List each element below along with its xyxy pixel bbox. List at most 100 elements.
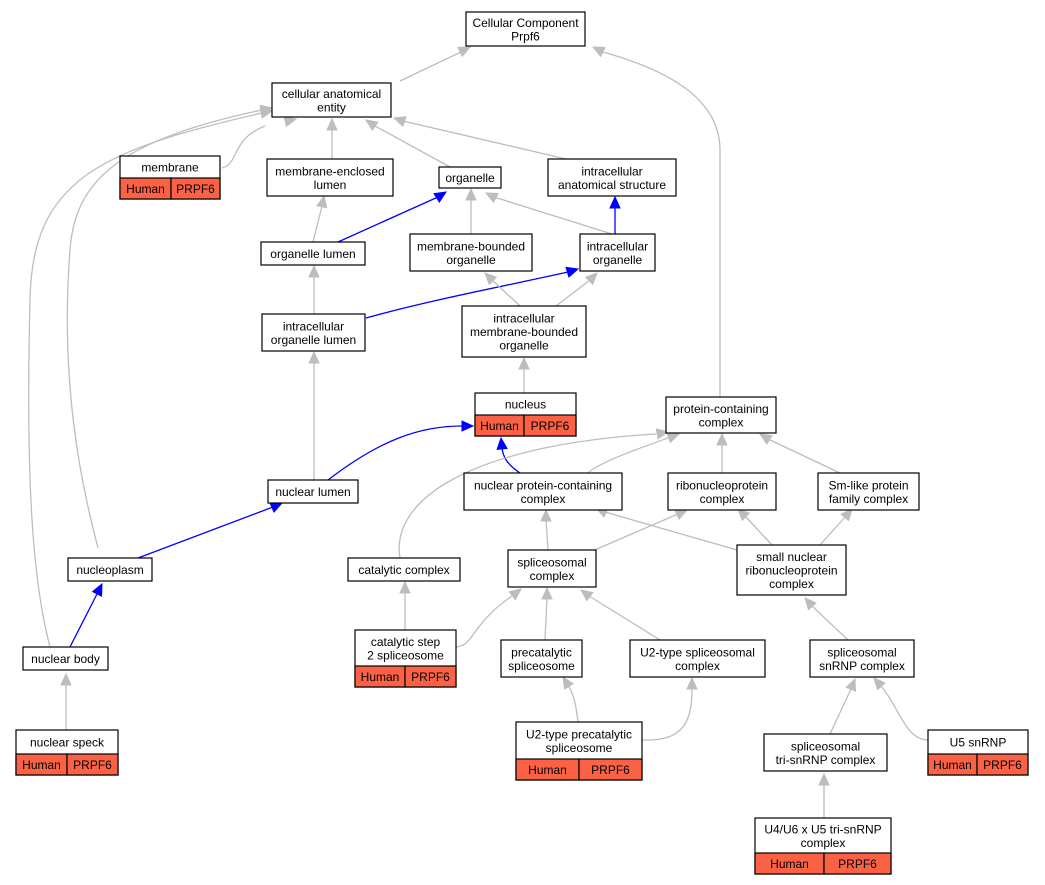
edge-line (491, 279, 521, 307)
edge-imbo-to-io (555, 272, 598, 307)
node-label: membrane (141, 161, 199, 175)
edge-line (819, 515, 847, 546)
node-box (507, 549, 597, 588)
node-label: nuclear speck (30, 736, 105, 750)
node-label: protein-containing (673, 402, 768, 416)
node-nbody[interactable]: nuclear body (22, 646, 109, 671)
node-label: nuclear body (31, 652, 100, 666)
node-label: membrane-bounded (470, 325, 578, 339)
edge-line (588, 595, 661, 641)
node-label: membrane-bounded (417, 239, 525, 253)
node-label: nuclear protein-containing (474, 478, 612, 492)
node-label: intracellular (493, 312, 554, 326)
node-label: intracellular (283, 319, 344, 333)
edge-arrowhead (392, 116, 407, 128)
edge-snrnp-to-npcc (594, 507, 738, 551)
edge-arrowhead (308, 350, 320, 364)
node-nucleoplasm[interactable]: nucleoplasm (67, 557, 153, 582)
node-label: nucleoplasm (76, 563, 143, 577)
node-label: complex (521, 492, 566, 506)
node-label: complex (801, 836, 846, 850)
node-label: nuclear lumen (275, 485, 350, 499)
edge-ias-to-cae (392, 116, 567, 160)
edge-arrowhead (91, 582, 103, 597)
node-label: catalytic step (371, 635, 441, 649)
node-box (261, 313, 366, 352)
node-catalytic[interactable]: catalytic complex (347, 557, 461, 582)
node-box (438, 166, 502, 189)
edge-nlumen-to-nucleus (327, 420, 475, 481)
node-label: complex (530, 569, 575, 583)
edge-line (587, 437, 669, 474)
node-box (579, 233, 656, 272)
node-label: organelle lumen (270, 247, 355, 261)
node-box (271, 82, 392, 118)
node-box (736, 544, 847, 596)
node-nlumen[interactable]: nuclear lumen (267, 479, 359, 504)
node-label: precatalytic (511, 645, 572, 659)
node-box (500, 639, 583, 678)
species-label: Human (770, 857, 809, 871)
edge-arrowhead (316, 194, 328, 209)
edge-u4u6-to-tri (818, 772, 830, 818)
edge-arrowhead (845, 677, 857, 692)
edge-arrowhead (326, 117, 338, 131)
edge-arrowhead (465, 187, 477, 201)
node-organelle[interactable]: organelle (438, 166, 502, 189)
node-box (809, 639, 915, 678)
edge-pcc-to-root (591, 46, 721, 397)
edge-arrowhead (541, 586, 553, 600)
node-label: entity (317, 100, 346, 114)
node-label: intracellular (581, 164, 642, 178)
edge-line (641, 687, 693, 741)
edge-arrowhead (496, 436, 508, 451)
node-label: intracellular (587, 239, 648, 253)
node-box (347, 557, 461, 582)
edge-line (602, 51, 721, 397)
edge-io-to-ias (609, 195, 621, 234)
edge-nbody-to-cae (28, 107, 274, 648)
node-box (547, 158, 677, 197)
edge-tri-to-ssnrnp (829, 677, 857, 735)
node-box (260, 241, 366, 266)
node-label: nucleus (505, 398, 546, 412)
node-box (67, 557, 153, 582)
edge-line (767, 438, 841, 474)
edge-line (493, 196, 613, 235)
node-label: organelle lumen (271, 333, 356, 347)
node-olumen[interactable]: organelle lumen (260, 241, 366, 266)
species-label: Human (528, 763, 567, 777)
node-box (267, 479, 359, 504)
edge-precat-to-spliceo (541, 586, 553, 641)
edge-imbo-to-mbo (484, 272, 521, 307)
node-label: organelle (446, 253, 496, 267)
gene-label: PRPF6 (591, 763, 630, 777)
